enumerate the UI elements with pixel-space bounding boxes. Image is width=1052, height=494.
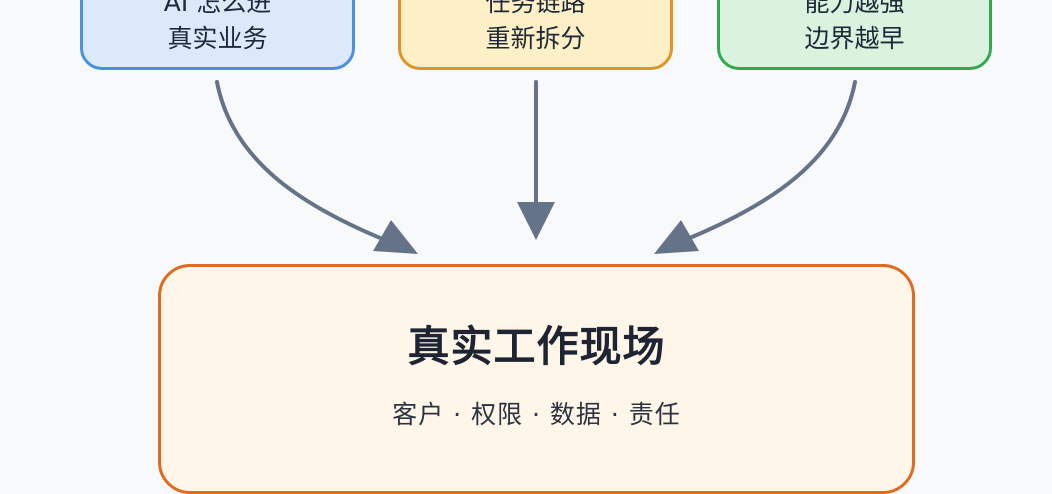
card-ai-into-business: AI 怎么进 真实业务 — [80, 0, 355, 70]
card-task-chain-line1: 任务链路 — [485, 0, 586, 17]
main-title: 真实工作现场 — [407, 322, 666, 371]
arrow-left-head — [373, 220, 418, 254]
arrow-center-head — [517, 202, 555, 240]
card-task-chain-line2: 重新拆分 — [485, 24, 586, 53]
arrow-right-line — [683, 80, 857, 242]
card-task-chain: 任务链路 重新拆分 — [398, 0, 673, 70]
real-workplace-box: 真实工作现场 客户 · 权限 · 数据 · 责任 — [158, 264, 915, 494]
arrow-right-head — [654, 220, 699, 254]
card-capability-boundary: 能力越强 边界越早 — [717, 0, 992, 70]
card-ai-into-business-line1: AI 怎么进 — [163, 0, 272, 17]
card-capability-boundary-line2: 边界越早 — [804, 24, 905, 53]
arrow-left-line — [215, 80, 387, 242]
card-capability-boundary-line1: 能力越强 — [804, 0, 905, 17]
main-subtitle: 客户 · 权限 · 数据 · 责任 — [392, 400, 681, 429]
card-ai-into-business-line2: 真实业务 — [167, 24, 268, 53]
